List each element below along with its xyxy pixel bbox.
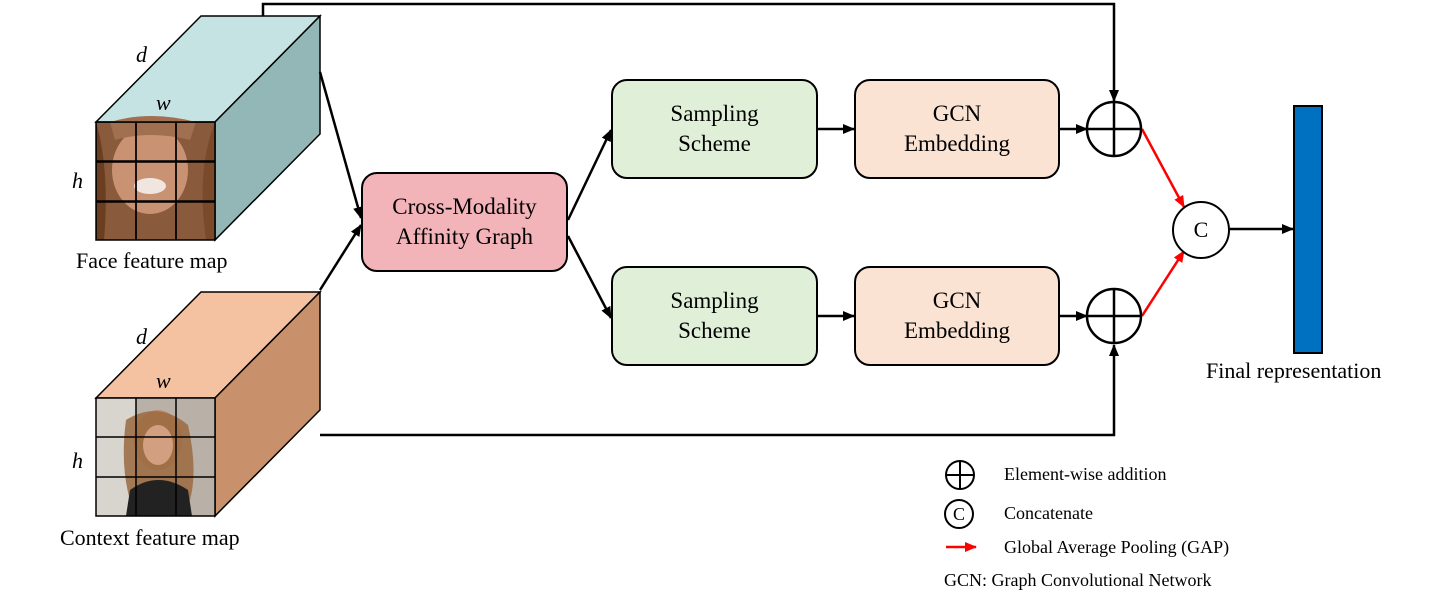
- sampling-scheme-top-box: Sampling Scheme: [611, 79, 818, 179]
- context-dim-h: h: [72, 448, 83, 473]
- addition-node-top: [1085, 100, 1143, 158]
- addition-node-bottom: [1085, 287, 1143, 345]
- face-dim-d: d: [136, 42, 147, 67]
- final-representation-label: Final representation: [1206, 358, 1382, 383]
- gcn-embedding-bottom-box: GCN Embedding: [854, 266, 1060, 366]
- context-feature-map-label: Context feature map: [60, 525, 240, 550]
- edge-context-residual: [320, 344, 1119, 437]
- edge-affinity-to-sampling-top: [566, 129, 613, 221]
- face-dim-h: h: [72, 168, 83, 193]
- legend-gcn-note: GCN: Graph Convolutional Network: [944, 570, 1212, 590]
- edge-context-to-affinity: [318, 224, 363, 291]
- connections: [261, 2, 1294, 437]
- edge-affinity-to-sampling-bottom: [566, 235, 613, 319]
- gap-arrow-bottom: [1140, 250, 1186, 317]
- context-image: [95, 397, 216, 517]
- edge-face-to-affinity: [318, 71, 363, 219]
- legend-concatenate-text: Concatenate: [1004, 503, 1093, 523]
- legend-addition-text: Element-wise addition: [1004, 464, 1167, 484]
- face-feature-map-label: Face feature map: [76, 248, 228, 273]
- gap-arrow-top: [1140, 128, 1186, 208]
- final-representation-bar: [1293, 105, 1323, 354]
- legend-addition-icon: [945, 460, 975, 490]
- edge-face-residual: [261, 2, 1119, 102]
- face-feature-cube: [94, 14, 322, 242]
- context-dim-d: d: [136, 324, 147, 349]
- context-dim-w: w: [156, 368, 171, 393]
- concat-node: C: [1172, 201, 1230, 259]
- sampling-scheme-bottom-box: Sampling Scheme: [611, 266, 818, 366]
- legend-gap-text: Global Average Pooling (GAP): [1004, 537, 1230, 557]
- face-dim-w: w: [156, 90, 171, 115]
- gap-arrows: [1140, 128, 1186, 317]
- face-image: [95, 116, 216, 241]
- context-feature-cube: [94, 290, 322, 518]
- legend-concat-icon: C: [944, 499, 974, 529]
- gcn-embedding-top-box: GCN Embedding: [854, 79, 1060, 179]
- affinity-graph-box: Cross-Modality Affinity Graph: [361, 172, 568, 272]
